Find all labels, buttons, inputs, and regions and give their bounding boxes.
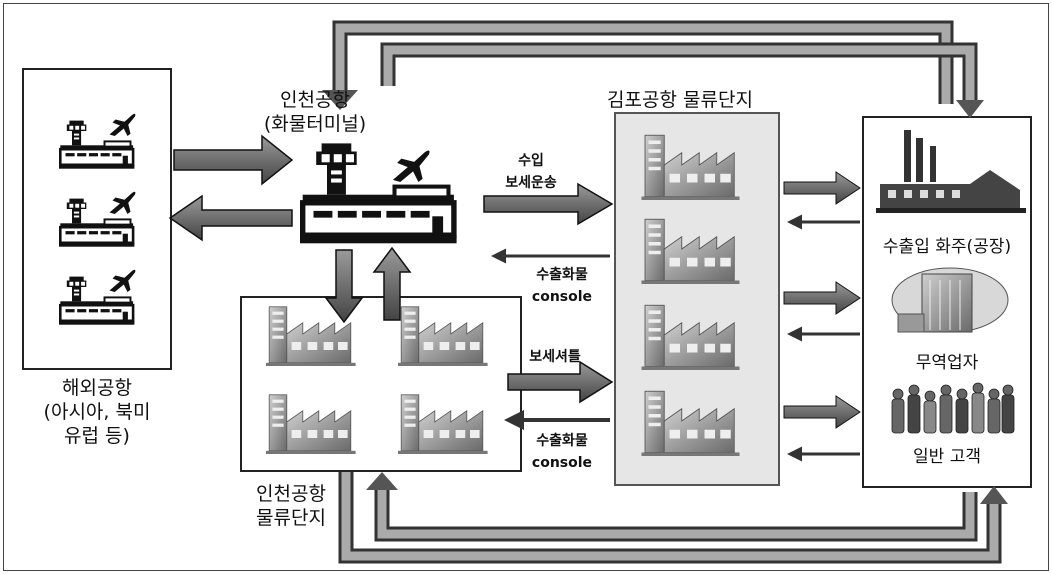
arrow-overseas-to-incheon <box>173 134 294 186</box>
import-bonded-label: 수입 보세운송 <box>505 153 557 191</box>
customer-label: 일반 고객 <box>913 447 981 467</box>
diagram-frame <box>3 3 1049 571</box>
arrow-terminal-to-logistics <box>324 249 364 324</box>
gimpo-logistics-label: 김포공항 물류단지 <box>607 89 753 111</box>
top-loop-arrow <box>322 20 984 118</box>
overseas-airports-label: 해외공항 (아시아, 북미 유럽 등) <box>43 377 151 447</box>
arrow-logistics-to-terminal <box>372 246 412 321</box>
gimpo-warehouse-icons <box>641 134 740 456</box>
shipper-label: 수출입 화주(공장) <box>882 237 1012 257</box>
bonded-shuttle-label: 보세셔틀 <box>529 349 581 365</box>
incheon-logistics-label: 인천공항 물류단지 <box>256 483 326 529</box>
arrow-import-bonded <box>483 182 614 226</box>
incheon-warehouse-icons <box>265 306 489 454</box>
arrow-bonded-shuttle <box>507 360 614 404</box>
overseas-airport-icons <box>57 113 137 326</box>
trader-label: 무역업자 <box>915 353 979 373</box>
export-console-label-2: 수출화물 console <box>531 433 593 471</box>
gimpo-customer-arrows <box>783 171 861 462</box>
incheon-terminal-icon <box>300 143 457 243</box>
shipper-factory-icon <box>876 130 1026 213</box>
incheon-terminal-label: 인천공항 (화물터미널) <box>263 89 367 135</box>
customers-crowd-icon <box>891 382 1015 434</box>
bottom-loop-arrow <box>338 472 1008 564</box>
arrow-incheon-to-overseas <box>168 194 293 242</box>
trader-building-icon <box>891 267 1009 333</box>
export-console-label-1: 수출화물 console <box>531 267 593 305</box>
